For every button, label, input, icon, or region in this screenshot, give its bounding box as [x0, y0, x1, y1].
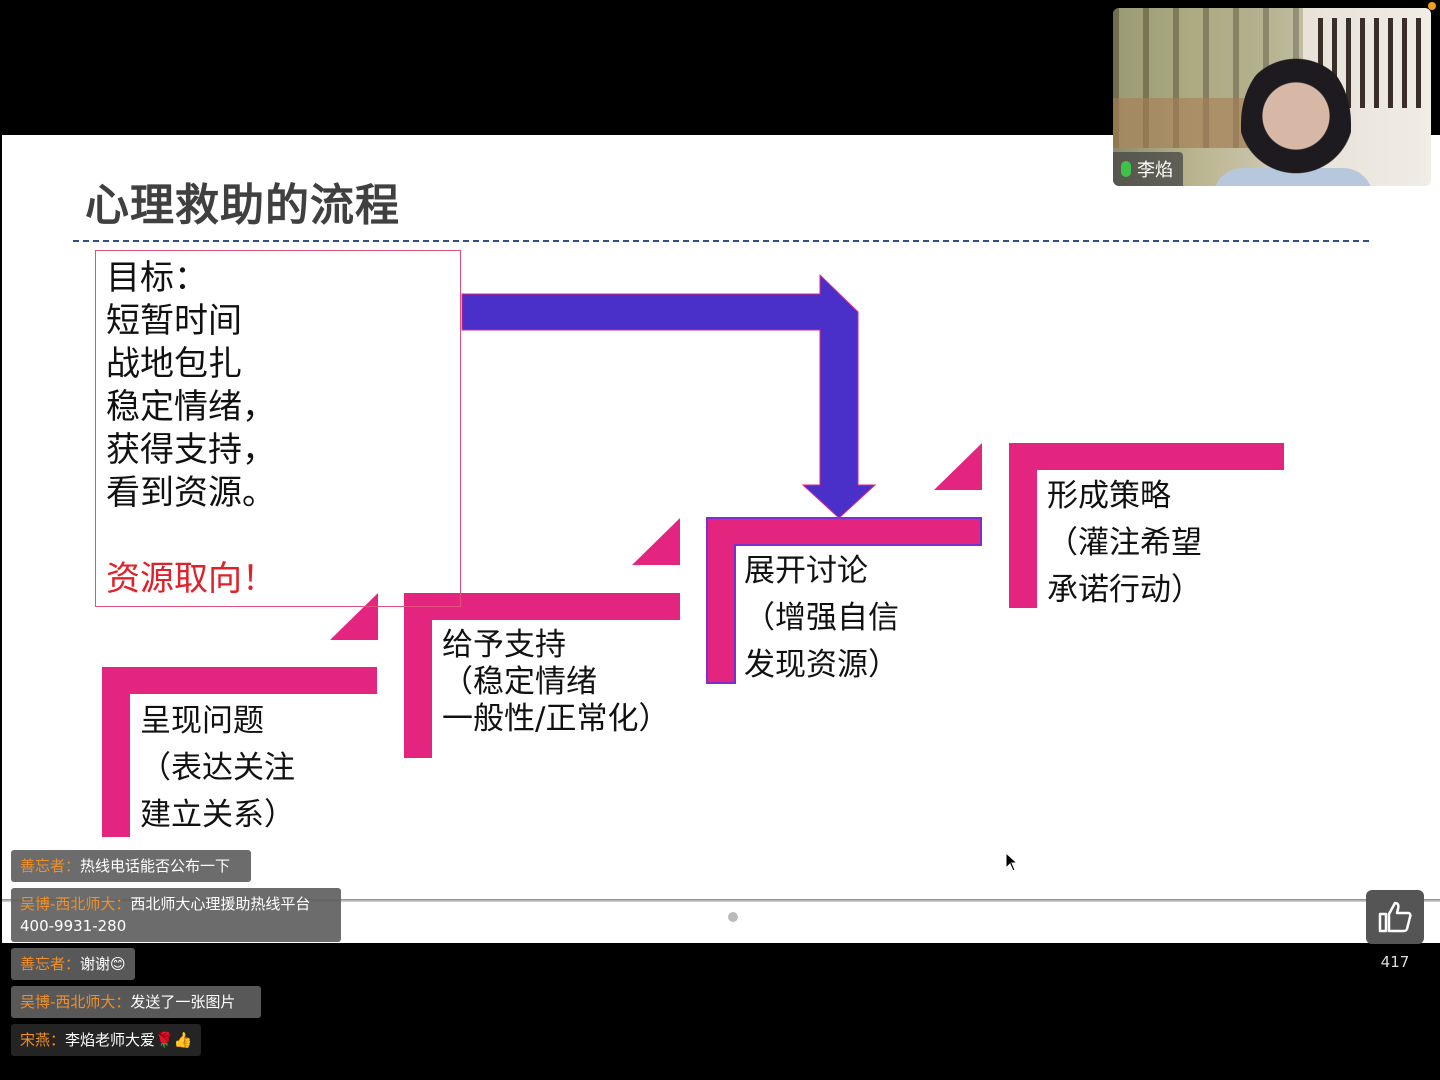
chat-user: 善忘者： [20, 857, 81, 875]
step-2-post [404, 593, 432, 758]
flow-diagram [102, 273, 1284, 837]
speaker-name-tag: 李焰 [1113, 152, 1183, 186]
flow-arrow [461, 273, 877, 519]
step-4-post [1009, 443, 1037, 608]
chat-text: 西北师大心理援助热线平台 400-9931-280 [20, 895, 311, 935]
step-1-text: 呈现问题 （表达关注 建立关系） [140, 703, 295, 833]
goal-line: 短暂时间 [106, 301, 242, 341]
title-divider [73, 240, 1369, 242]
step-2-triangle [632, 518, 680, 565]
page-indicator[interactable] [728, 912, 738, 922]
notification-dot [1428, 2, 1436, 10]
chat-message: 吴博-西北师大：西北师大心理援助热线平台 400-9931-280 [11, 888, 341, 942]
chat-user: 宋燕： [20, 1031, 66, 1049]
speaker-avatar [1241, 53, 1351, 186]
chat-message: 善忘者：谢谢😊 [11, 948, 135, 980]
chat-message: 吴博-西北师大：发送了一张图片 [11, 986, 261, 1018]
step-4-text: 形成策略 （灌注希望 承诺行动） [1047, 478, 1202, 608]
chat-text: 发送了一张图片 [130, 993, 236, 1011]
like-count: 417 [1380, 953, 1410, 971]
chat-message: 善忘者：热线电话能否公布一下 [11, 850, 251, 882]
chat-user: 吴博-西北师大： [20, 993, 131, 1011]
slide-title: 心理救助的流程 [85, 180, 400, 231]
chat-text: 热线电话能否公布一下 [80, 857, 231, 875]
goal-line: 看到资源。 [106, 473, 276, 513]
step-2-text: 给予支持 （稳定情绪 一般性/正常化） [442, 627, 670, 737]
step-1-triangle [330, 593, 378, 640]
thumbs-up-icon [1378, 901, 1412, 933]
like-button[interactable] [1366, 890, 1424, 944]
goal-highlight: 资源取向！ [106, 559, 276, 599]
step-1-bar [102, 667, 377, 694]
goal-line: 获得支持， [106, 430, 276, 470]
slide-bottom-edge [2, 899, 1440, 902]
microphone-icon [1121, 161, 1131, 177]
step-4-bar [1009, 443, 1284, 470]
step-3-text: 展开讨论 （增强自信 发现资源） [744, 553, 899, 683]
chat-text: 谢谢😊 [80, 955, 126, 973]
chat-user: 善忘者： [20, 955, 81, 973]
goal-line: 目标： [106, 258, 208, 298]
step-3-shape [706, 517, 982, 684]
step-1-post [102, 667, 130, 837]
presentation-slide: 心理救助的流程 目标： 短暂时间 战地包扎 稳定情绪， 获得支持， 看到资源。 … [2, 135, 1440, 943]
step-3-triangle [934, 443, 982, 490]
goal-box: 目标： 短暂时间 战地包扎 稳定情绪， 获得支持， 看到资源。 资源取向！ [95, 250, 461, 607]
goal-line: 稳定情绪， [106, 387, 276, 427]
speaker-video[interactable]: 李焰 [1113, 8, 1431, 186]
mouse-cursor-icon [1005, 852, 1019, 872]
chat-text: 李焰老师大爱🌹👍 [65, 1031, 193, 1049]
chat-user: 吴博-西北师大： [20, 895, 131, 913]
goal-line: 战地包扎 [106, 344, 242, 384]
chat-overlay: 善忘者：热线电话能否公布一下 吴博-西北师大：西北师大心理援助热线平台 400-… [11, 850, 341, 1062]
chat-message: 宋燕：李焰老师大爱🌹👍 [11, 1024, 202, 1056]
speaker-name: 李焰 [1137, 160, 1173, 181]
